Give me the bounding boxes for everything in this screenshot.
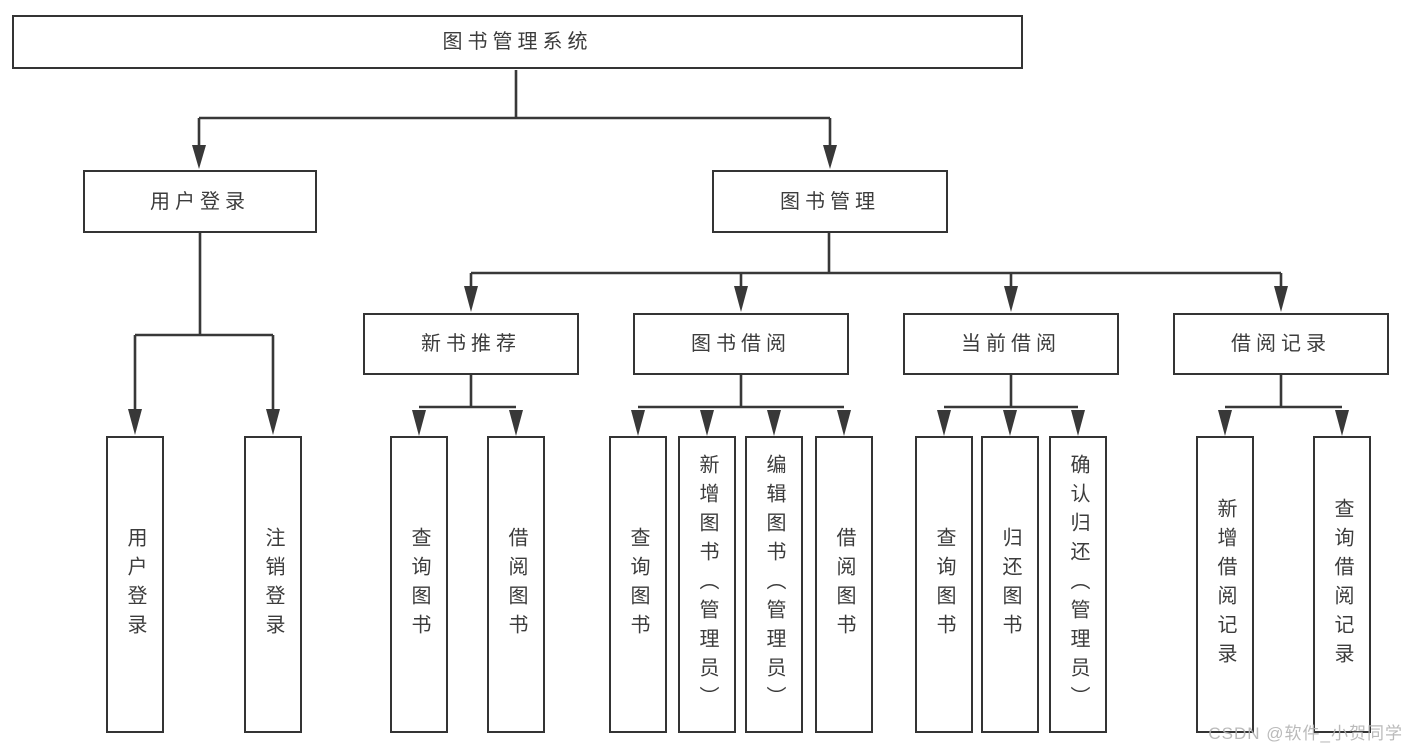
leaf-user-login-label: 用户登录 <box>124 526 146 643</box>
leaf-borrow-edit-book-admin: 编辑图书（管理员） <box>745 436 803 733</box>
node-new-book-recommendation-label: 新书推荐 <box>421 333 521 355</box>
watermark-text: CSDN @软件_小贺同学 <box>1208 724 1403 743</box>
leaf-current-return-book-label: 归还图书 <box>999 526 1021 643</box>
node-book-borrowing: 图书借阅 <box>633 313 849 375</box>
leaf-borrow-query-book-label: 查询图书 <box>627 526 649 643</box>
node-book-borrowing-label: 图书借阅 <box>691 333 791 355</box>
leaf-logout: 注销登录 <box>244 436 302 733</box>
leaf-records-query-record-label: 查询借阅记录 <box>1331 497 1353 672</box>
node-book-management: 图书管理 <box>712 170 948 233</box>
leaf-records-add-record: 新增借阅记录 <box>1196 436 1254 733</box>
arrowheads <box>128 145 1349 436</box>
node-user-login-label: 用户登录 <box>150 190 250 213</box>
leaf-borrow-borrow-book-label: 借阅图书 <box>833 526 855 643</box>
node-book-management-label: 图书管理 <box>780 190 880 213</box>
node-library-management-system: 图书管理系统 <box>12 15 1023 69</box>
leaf-recommend-borrow-book: 借阅图书 <box>487 436 545 733</box>
leaf-current-confirm-return-admin-label: 确认归还（管理员） <box>1067 454 1089 715</box>
leaf-borrow-borrow-book: 借阅图书 <box>815 436 873 733</box>
leaf-recommend-query-book-label: 查询图书 <box>408 526 430 643</box>
leaf-user-login: 用户登录 <box>106 436 164 733</box>
leaf-borrow-add-book-admin-label: 新增图书（管理员） <box>696 454 718 715</box>
node-library-management-system-label: 图书管理系统 <box>442 31 593 53</box>
leaf-recommend-query-book: 查询图书 <box>390 436 448 733</box>
node-new-book-recommendation: 新书推荐 <box>363 313 579 375</box>
node-user-login: 用户登录 <box>83 170 317 233</box>
leaf-current-confirm-return-admin: 确认归还（管理员） <box>1049 436 1107 733</box>
leaf-logout-label: 注销登录 <box>262 526 284 643</box>
leaf-current-return-book: 归还图书 <box>981 436 1039 733</box>
leaf-records-add-record-label: 新增借阅记录 <box>1214 497 1236 672</box>
leaf-records-query-record: 查询借阅记录 <box>1313 436 1371 733</box>
leaf-borrow-query-book: 查询图书 <box>609 436 667 733</box>
leaf-recommend-borrow-book-label: 借阅图书 <box>505 526 527 643</box>
leaf-current-query-book: 查询图书 <box>915 436 973 733</box>
node-current-borrowing-label: 当前借阅 <box>961 333 1061 355</box>
leaf-borrow-add-book-admin: 新增图书（管理员） <box>678 436 736 733</box>
node-borrowing-records: 借阅记录 <box>1173 313 1389 375</box>
leaf-borrow-edit-book-admin-label: 编辑图书（管理员） <box>763 454 785 715</box>
node-borrowing-records-label: 借阅记录 <box>1231 333 1331 355</box>
leaf-current-query-book-label: 查询图书 <box>933 526 955 643</box>
node-current-borrowing: 当前借阅 <box>903 313 1119 375</box>
